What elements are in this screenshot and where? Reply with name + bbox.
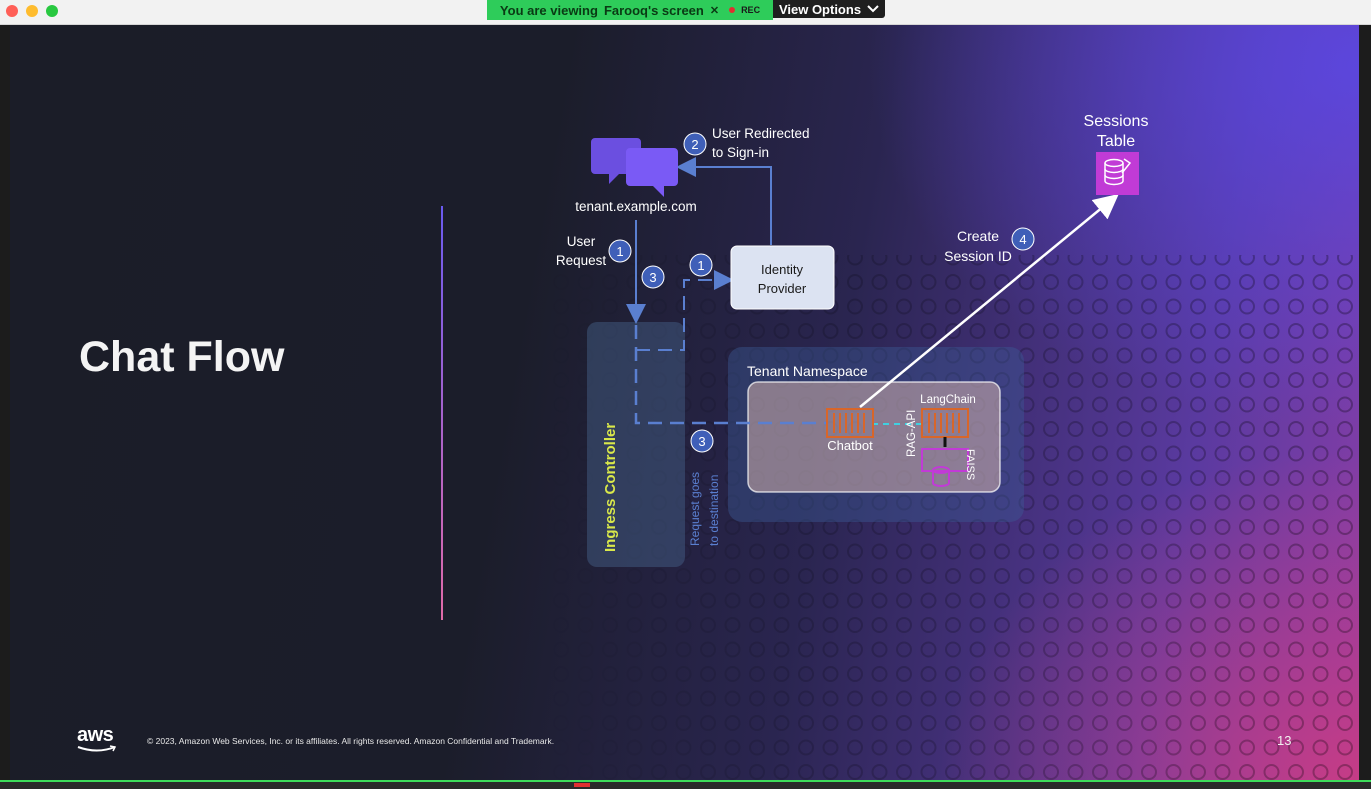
rag-api-label: RAG-API (906, 410, 918, 457)
faiss-store-icon (921, 448, 969, 487)
step2-label-line1: User Redirected (712, 126, 810, 141)
identity-provider-line2: Provider (758, 281, 807, 296)
mic-muted-icon: ✕ (709, 4, 720, 17)
divider-line (441, 206, 443, 620)
step2-label-line2: to Sign-in (712, 145, 769, 160)
sessions-table-line1: Sessions (1084, 113, 1149, 130)
step-badge-2-text: 2 (691, 137, 698, 152)
identity-provider-box (730, 245, 835, 310)
view-options-label: View Options (778, 1, 862, 17)
chatbot-label: Chatbot (827, 438, 873, 453)
bottom-indicator (574, 783, 590, 787)
request-goes-line2: to destination (707, 475, 721, 546)
viewing-text: You are viewing (499, 2, 598, 18)
user-request-line2: Request (556, 253, 607, 268)
chat-bubbles-icon (591, 138, 678, 197)
close-window-button[interactable] (6, 5, 18, 17)
maximize-window-button[interactable] (46, 5, 58, 17)
flow-line-to-idp (636, 270, 734, 351)
identity-provider-line1: Identity (761, 262, 803, 277)
slide-title: Chat Flow (79, 333, 285, 381)
tenant-namespace-label: Tenant Namespace (747, 363, 868, 379)
bottom-status-strip (0, 780, 1371, 789)
dynamodb-table-icon (1096, 152, 1139, 195)
flow-line-to-chatbot (634, 325, 828, 425)
record-dot-icon (729, 7, 736, 13)
step-badge-1b: 1 (689, 253, 713, 277)
chat-flow-diagram: Ingress Controller Tenant Namespace tena… (550, 113, 1359, 780)
rec-label: REC (741, 5, 761, 15)
viewing-name: Farooq's screen (603, 2, 704, 18)
faiss-label: FAISS (964, 449, 976, 480)
chevron-down-icon (867, 5, 879, 13)
ingress-controller-box (587, 322, 685, 567)
presentation-slide: Chat Flow Ingress Controller Tena (10, 25, 1359, 780)
step-badge-3b-text: 3 (698, 434, 705, 449)
tenant-domain-label: tenant.example.com (575, 199, 697, 214)
request-goes-line1: Request goes (688, 472, 702, 546)
step-badge-2: 2 (683, 132, 707, 156)
create-session-line2: Session ID (944, 248, 1012, 264)
copyright-notice: © 2023, Amazon Web Services, Inc. or its… (147, 736, 555, 746)
aws-logo: aws (77, 724, 117, 752)
slide-page-number: 13 (1277, 733, 1292, 748)
minimize-window-button[interactable] (26, 5, 38, 17)
user-request-line1: User (567, 234, 596, 249)
view-options-button[interactable]: View Options (773, 0, 885, 18)
aws-smile-icon (77, 745, 117, 752)
aws-logo-text: aws (77, 724, 114, 746)
step-badge-1a: 1 (608, 239, 632, 263)
step-badge-1a-text: 1 (616, 244, 623, 259)
langchain-label: LangChain (920, 394, 976, 406)
screen-share-banner: You are viewing Farooq's screen ✕ REC (487, 0, 773, 20)
step-badge-4-text: 4 (1019, 232, 1026, 247)
sessions-table-line2: Table (1097, 133, 1135, 150)
step-badge-3a: 3 (641, 265, 665, 289)
flow-line-create-session (859, 193, 1119, 408)
flow-line-redirect (676, 157, 772, 245)
window-titlebar: You are viewing Farooq's screen ✕ REC Vi… (0, 0, 1371, 25)
ingress-controller-label: Ingress Controller (602, 423, 619, 552)
step-badge-3a-text: 3 (649, 270, 656, 285)
step-badge-3b: 3 (690, 429, 714, 453)
step-badge-1b-text: 1 (697, 258, 704, 273)
create-session-line1: Create (957, 228, 999, 244)
step-badge-4: 4 (1011, 227, 1035, 251)
chatbot-container-icon (826, 408, 874, 438)
